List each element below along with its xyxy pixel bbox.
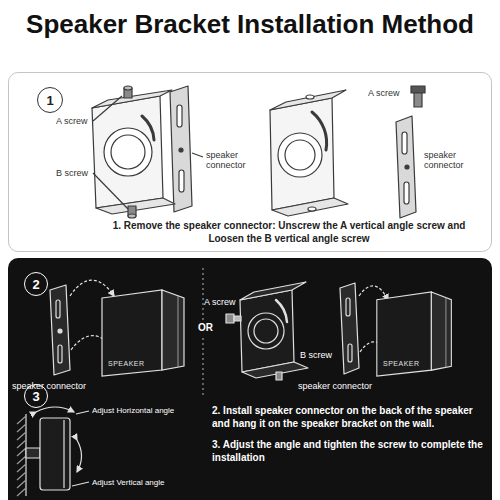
speaker-box: SPEAKER (375, 290, 455, 378)
part-label: OR (195, 321, 216, 335)
title: Speaker Bracket Installation Method (0, 9, 500, 40)
step-instruction: 1. Remove the speaker connector: Unscrew… (99, 219, 479, 245)
part-label: A screw (204, 297, 236, 307)
step-number: 2 (32, 278, 39, 291)
part-label: A screw (368, 88, 400, 98)
step-number: 1 (46, 94, 53, 107)
step-number: 3 (32, 390, 39, 403)
part-label: speaker connector (424, 150, 474, 171)
part-label: Adjust Vertical angle (92, 478, 165, 487)
panel-dark: 2. Install speaker connector on the back… (8, 258, 492, 500)
part-label: A screw (56, 116, 88, 126)
speaker-label: SPEAKER (108, 360, 145, 367)
part-label: B screw (56, 168, 88, 178)
part-label: speaker connector (12, 381, 86, 391)
step-circle-light: 1 (37, 87, 63, 113)
speaker-label: SPEAKER (383, 360, 420, 367)
part-label: speaker connector (206, 150, 252, 171)
caption-group: 1. Remove the speaker connector: Unscrew… (99, 219, 479, 245)
panel-light: 1. Remove the speaker connector: Unscrew… (8, 72, 492, 252)
part-label: B screw (300, 350, 332, 360)
speaker-box: SPEAKER (100, 288, 188, 378)
step-instruction: 2. Install speaker connector on the back… (212, 404, 484, 430)
step-instruction: 3. Adjust the angle and tighten the scre… (212, 438, 484, 464)
part-label: speaker connector (298, 381, 372, 391)
caption-group: 2. Install speaker connector on the back… (212, 404, 484, 464)
part-label: Adjust Horizontal angle (92, 406, 174, 415)
step-circle-dark: 2 (24, 272, 48, 296)
